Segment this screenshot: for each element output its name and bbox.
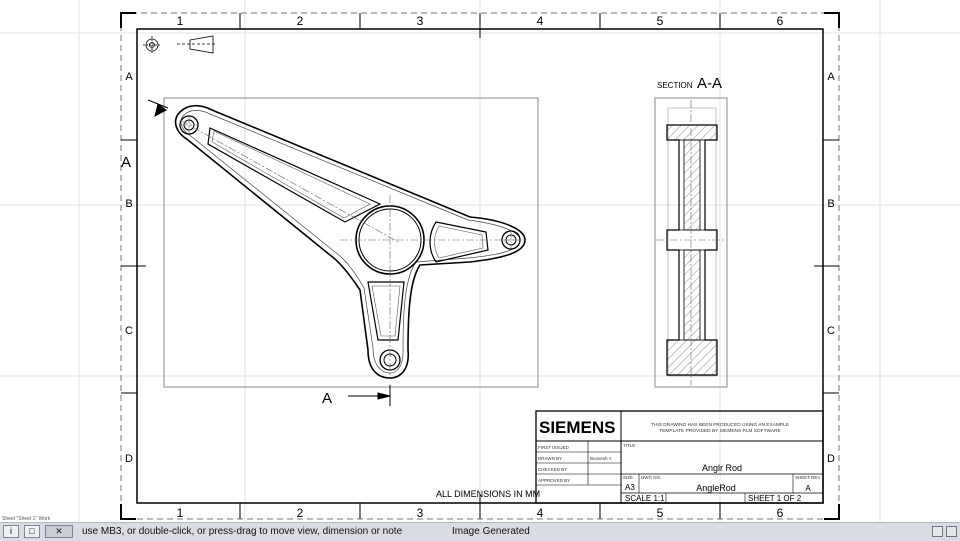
zone-row-left-a: A	[125, 71, 133, 83]
section-arrow-label-bottom: A	[322, 390, 332, 407]
zone-row-left-b: B	[125, 198, 132, 210]
main-view-frame[interactable]	[163, 97, 539, 388]
title-field-label: TITLE	[623, 443, 635, 448]
dwg-no-field-label: DWG NO.	[641, 475, 661, 480]
zone-col-bottom-2: 2	[297, 506, 304, 520]
size-field-label: SIZE	[623, 475, 633, 480]
status-toggle-icon[interactable]	[932, 526, 943, 537]
background-grid	[0, 0, 960, 522]
sheet-work-label: Sheet "Sheet 1" Work	[2, 516, 51, 522]
projection-symbol-icon	[143, 35, 216, 54]
drawing-title[interactable]: Anglr Rod	[702, 463, 742, 473]
zone-row-right-c: C	[827, 325, 835, 337]
zone-col-bottom-1: 1	[177, 506, 184, 520]
title-block[interactable]	[535, 410, 824, 504]
zone-row-right-a: A	[827, 71, 835, 83]
corner-marks	[120, 12, 840, 520]
sheet-number[interactable]: SHEET 1 OF 2	[748, 494, 802, 503]
section-view-label: A-A	[697, 75, 722, 92]
angle-rod-part[interactable]	[174, 104, 526, 379]
template-note-line2: TEMPLATE PROVIDED BY SIEMENS PLM SOFTWAR…	[659, 428, 780, 434]
info-icon[interactable]: i	[3, 525, 19, 538]
zone-col-top-3: 3	[417, 14, 424, 28]
status-panel-icon[interactable]	[946, 526, 957, 537]
section-view-prefix: SECTION	[657, 81, 693, 90]
section-line-arrows	[147, 99, 391, 406]
status-message: use MB3, or double-click, or press-drag …	[82, 526, 403, 537]
section-view-frame[interactable]	[654, 97, 728, 388]
signoff-label-checked-by: CHECKED BY	[538, 467, 567, 472]
drawing-number[interactable]: AngleRod	[696, 483, 736, 493]
zone-col-bottom-3: 3	[417, 506, 424, 520]
sheet-rev-value[interactable]: A	[805, 484, 811, 493]
zone-col-top-4: 4	[537, 14, 544, 28]
dimensions-note: ALL DIMENSIONS IN MM	[436, 489, 540, 499]
company-logo: SIEMENS	[539, 418, 616, 437]
zone-col-top-2: 2	[297, 14, 304, 28]
zone-row-left-c: C	[125, 325, 133, 337]
zone-row-right-b: B	[827, 198, 834, 210]
size-value[interactable]: A3	[625, 483, 635, 492]
template-note-line1: THIS DRAWING HAS BEEN PRODUCED USING AN …	[651, 422, 789, 428]
drawing-sheet[interactable]: 1 2 3 4 5 6 1 2 3 4 5 6 A B C D A B C D	[0, 0, 960, 522]
sheet-rev-field-label: SHEET REV	[795, 475, 820, 480]
signoff-label-approved-by: APPROVED BY	[538, 478, 570, 483]
zone-col-bottom-4: 4	[537, 506, 544, 520]
zone-col-top-6: 6	[777, 14, 784, 28]
zone-dividers	[121, 13, 839, 519]
scale-value[interactable]: SCALE 1:1	[625, 494, 665, 503]
zone-col-top-5: 5	[657, 14, 664, 28]
close-icon[interactable]: ✕	[45, 525, 73, 538]
signoff-label-first-issued: FIRST ISSUED	[538, 445, 570, 450]
signoff-label-drawn-by: DRAWN BY	[538, 456, 562, 461]
status-image-generated: Image Generated	[452, 526, 530, 537]
zone-row-right-d: D	[827, 453, 835, 465]
window-icon[interactable]: □	[24, 525, 40, 538]
signoff-value-drawn-by: Boovesh Y	[590, 456, 612, 461]
section-view-geometry[interactable]	[656, 100, 726, 385]
status-bar: i □ ✕ use MB3, or double-click, or press…	[0, 522, 960, 541]
section-arrow-label-left: A	[121, 154, 131, 171]
zone-col-bottom-6: 6	[777, 506, 784, 520]
zone-col-top-1: 1	[177, 14, 184, 28]
zone-col-bottom-5: 5	[657, 506, 664, 520]
zone-row-left-d: D	[125, 453, 133, 465]
